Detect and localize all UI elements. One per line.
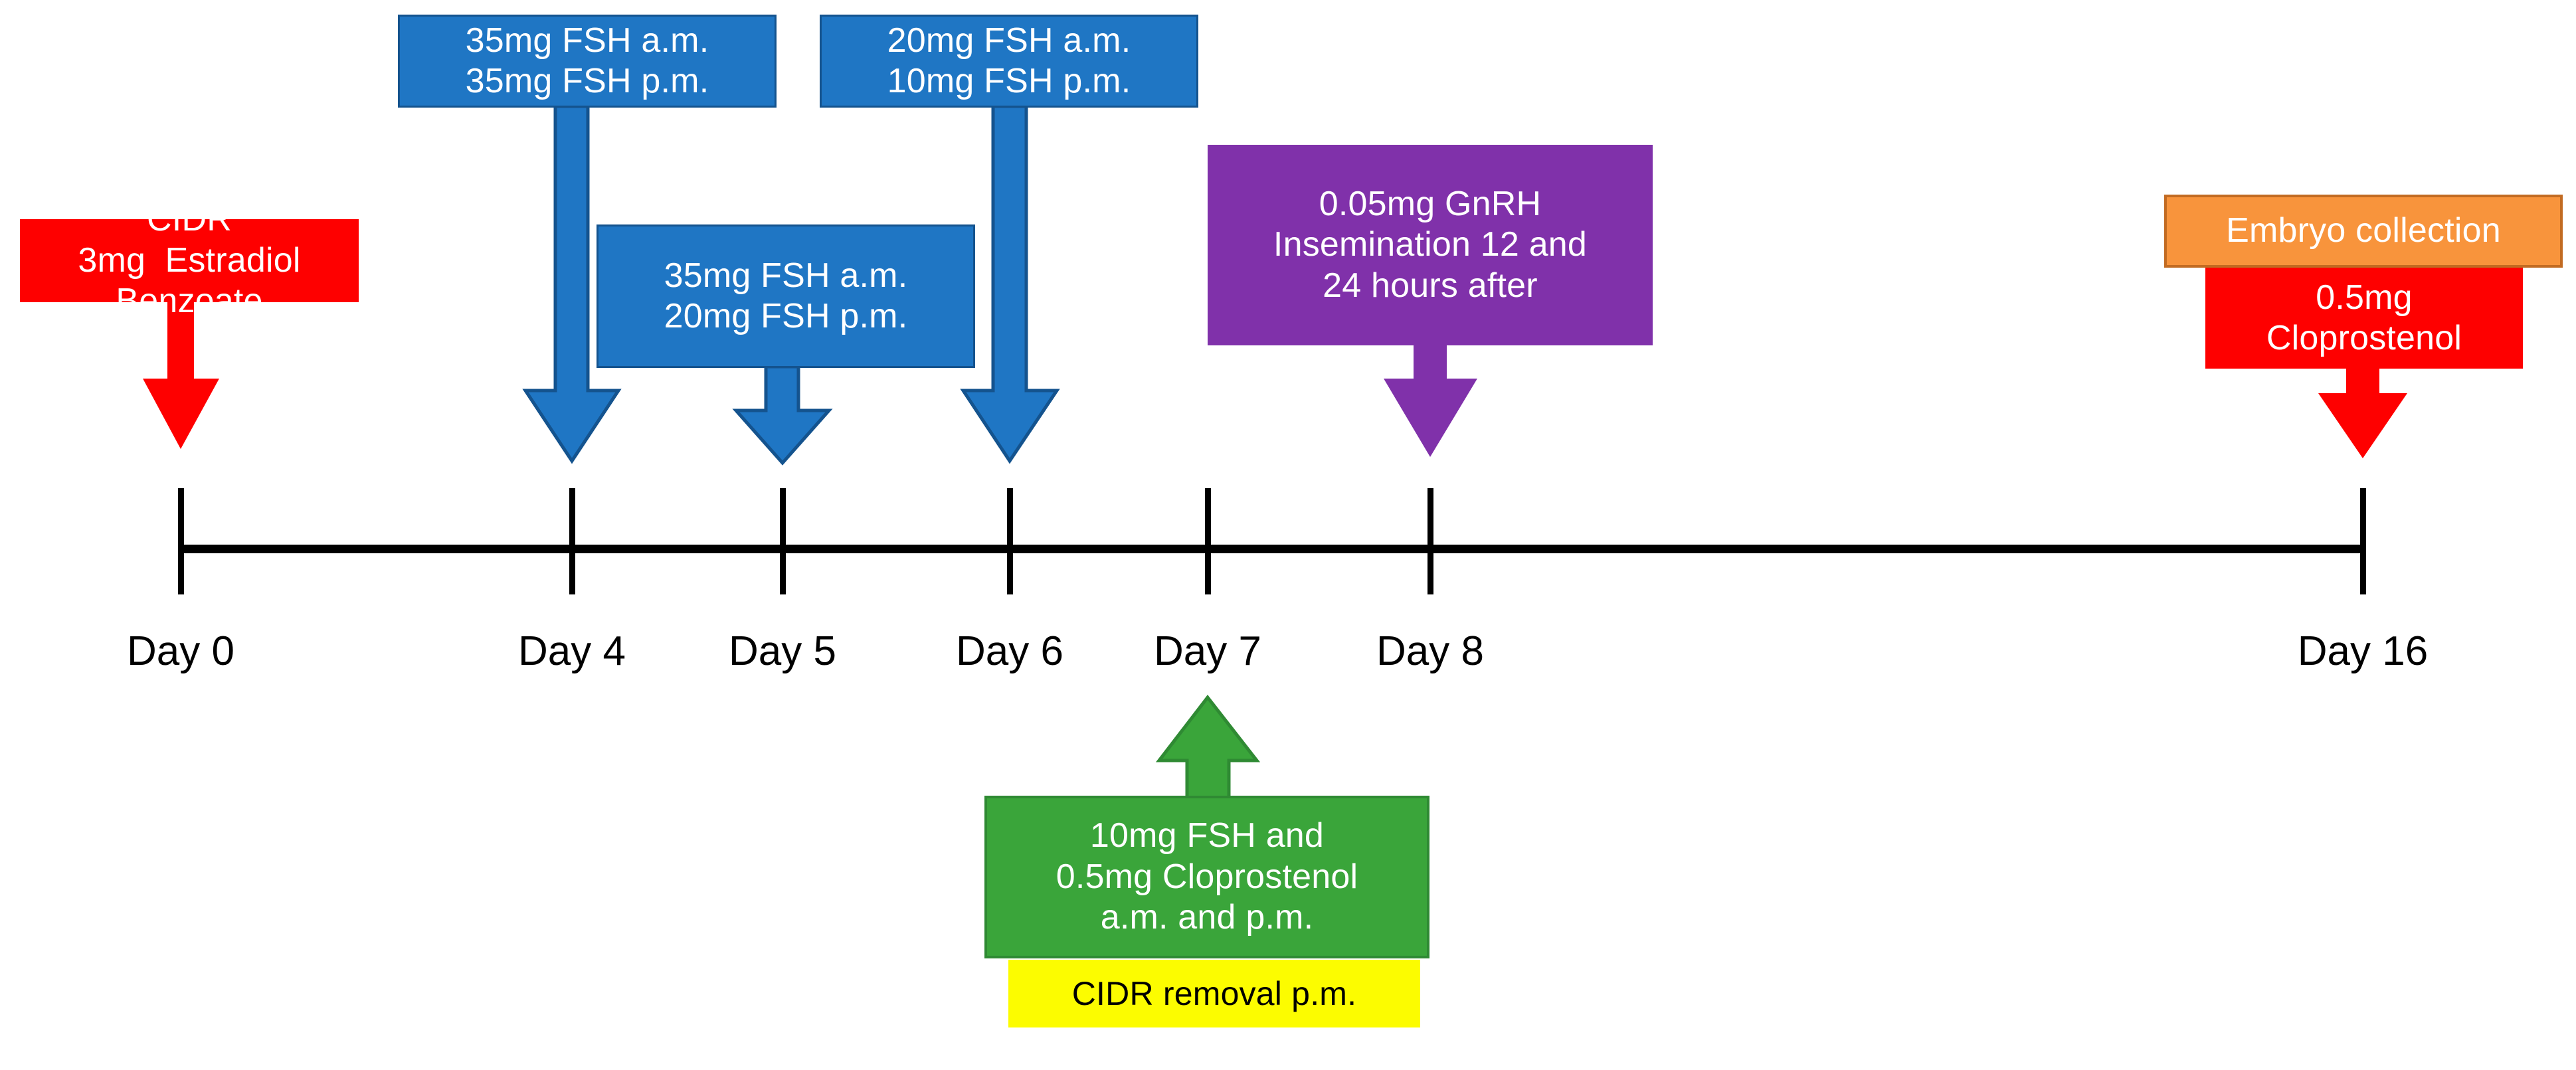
arrow-down-blue-day6 [960,104,1060,464]
event-box-cidr-estradiol[interactable]: CIDR 3mg Estradiol Benzoate [20,200,359,320]
day-label-6: Day 6 [956,628,1063,674]
arrow-down-blue-day5 [732,365,833,466]
event-box-gnrh-insemination[interactable]: 0.05mg GnRH Insemination 12 and 24 hours… [1208,145,1653,345]
event-box-fsh-day6[interactable]: 20mg FSH a.m. 10mg FSH p.m. [820,15,1198,108]
tick-day-7 [1205,488,1211,594]
tick-day-16 [2360,488,2366,594]
event-line: Embryo collection [2226,211,2501,250]
event-box-fsh-day5[interactable]: 35mg FSH a.m. 20mg FSH p.m. [597,224,975,368]
event-line: 35mg FSH a.m. [664,256,908,295]
event-line: 35mg FSH a.m. [465,21,709,60]
tick-day-5 [780,488,786,594]
event-line: CIDR removal p.m. [1071,974,1357,1012]
tick-day-6 [1007,488,1013,594]
day-label-7: Day 7 [1154,628,1261,674]
tick-day-0 [178,488,184,594]
arrow-down-purple-day8 [1384,345,1477,457]
event-line: Benzoate [116,282,263,321]
event-box-fsh-day4[interactable]: 35mg FSH a.m. 35mg FSH p.m. [398,15,777,108]
event-line: 35mg FSH p.m. [465,62,709,100]
event-line: 20mg FSH a.m. [887,21,1131,60]
event-line: 0.5mg Cloprostenol [1056,857,1358,896]
event-line: 3mg Estradiol [78,240,301,280]
day-label-16: Day 16 [2297,628,2429,674]
event-box-cloprostenol-day16[interactable]: 0.5mg Cloprostenol [2205,268,2523,369]
tick-day-8 [1427,488,1433,594]
event-line: Cloprostenol [2266,319,2462,357]
day-label-0: Day 0 [127,628,234,674]
day-label-4: Day 4 [518,628,626,674]
day-label-5: Day 5 [729,628,836,674]
event-line: 0.5mg [2316,278,2413,317]
event-box-fsh-cloprostenol-day7[interactable]: 10mg FSH and 0.5mg Cloprostenol a.m. and… [984,796,1429,958]
event-line: Insemination 12 and [1273,225,1588,264]
event-line: 24 hours after [1323,266,1538,305]
event-line: 10mg FSH and [1089,816,1325,855]
event-box-embryo-collection[interactable]: Embryo collection [2164,195,2563,268]
day-label-8: Day 8 [1376,628,1484,674]
event-line: 10mg FSH p.m. [887,62,1131,100]
event-line: 0.05mg GnRH [1319,184,1542,223]
timeline-axis [181,545,2366,553]
event-line: 20mg FSH p.m. [664,297,908,335]
tick-day-4 [569,488,575,594]
event-line: CIDR [147,200,232,239]
event-line: a.m. and p.m. [1100,898,1314,937]
event-box-cidr-removal[interactable]: CIDR removal p.m. [1008,960,1420,1027]
